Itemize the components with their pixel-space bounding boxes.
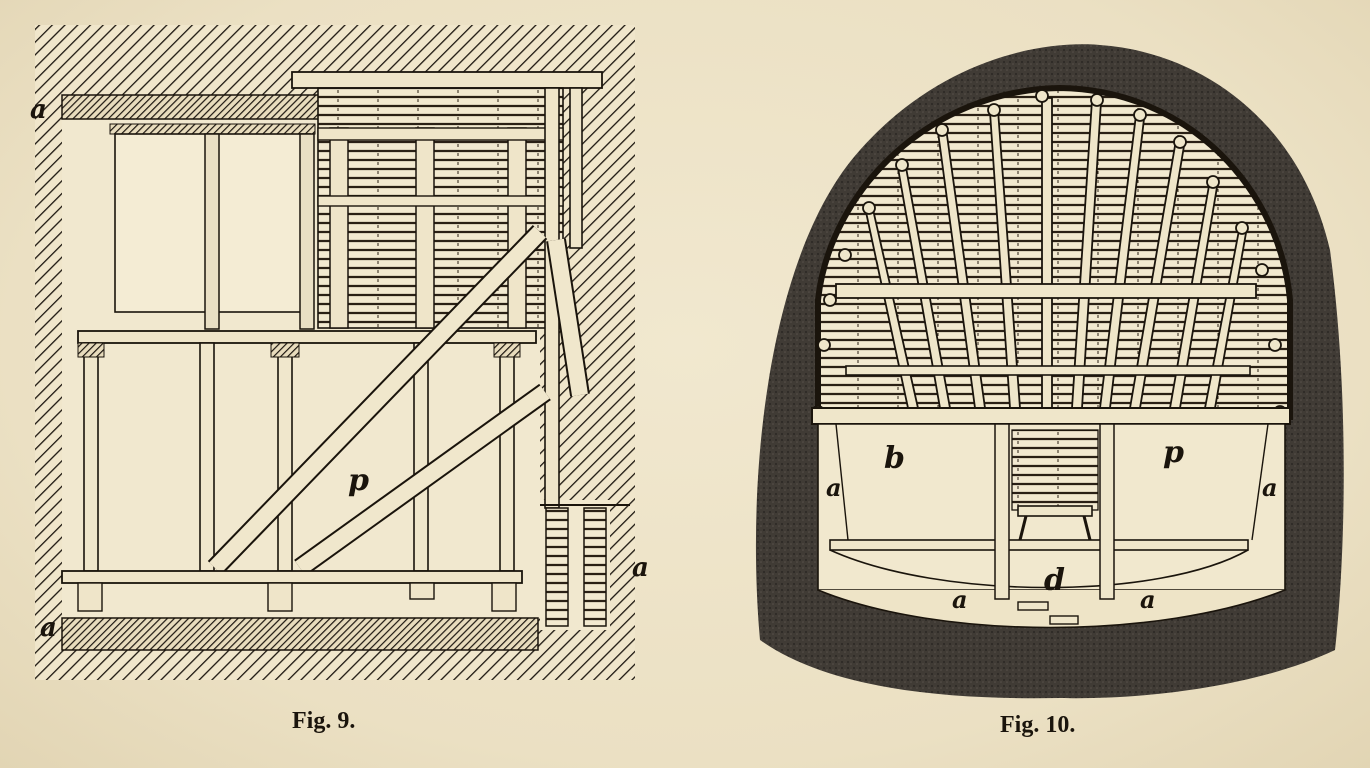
fig9-label-p: p	[348, 463, 369, 498]
fig10-caption: Fig. 10.	[1000, 712, 1076, 738]
fig9-caption: Fig. 9.	[292, 708, 356, 734]
fig10-drawing	[755, 44, 1344, 699]
fig10-label-d: d	[1044, 563, 1065, 598]
fig10-label-p: p	[1163, 435, 1184, 470]
fig9-label-a-bottom: a	[40, 613, 57, 643]
fig9-label-a-top: a	[30, 95, 47, 125]
fig10-label-a-left: a	[826, 473, 842, 502]
fig9-label-a-right: a	[632, 553, 649, 583]
fig10-label-b: b	[884, 441, 905, 476]
fig10-label-a-bottom-right: a	[1140, 585, 1156, 614]
fig9-drawing	[35, 25, 635, 680]
fig10-label-a-bottom-left: a	[952, 585, 968, 614]
fig10-label-a-right: a	[1262, 473, 1278, 502]
